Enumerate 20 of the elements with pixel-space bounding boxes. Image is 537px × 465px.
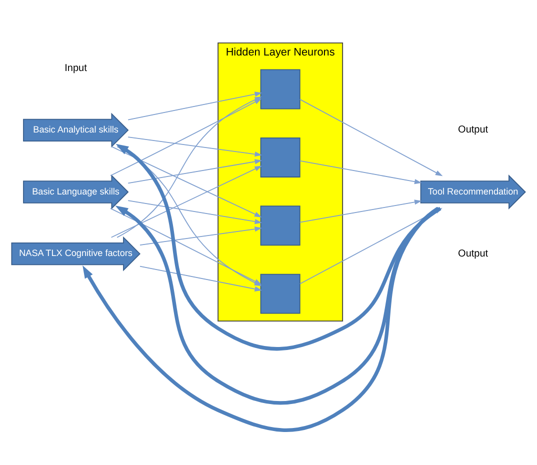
arrow [299, 160, 422, 184]
arrow [82, 206, 439, 432]
arrow [299, 98, 443, 176]
arrow [128, 200, 262, 224]
node-box [260, 205, 300, 246]
arrow [110, 165, 262, 238]
node-box [260, 273, 300, 314]
node-box [260, 68, 300, 109]
label: Output [458, 124, 488, 136]
node-box [260, 136, 300, 177]
arrow [299, 199, 422, 222]
arrow [128, 136, 262, 156]
label: Output [458, 248, 488, 259]
arrow [140, 226, 262, 245]
arrow [110, 207, 262, 284]
cluster: Hidden Layer Neurons [218, 42, 344, 322]
arrow [111, 146, 262, 217]
label: Input [64, 62, 87, 74]
arrow [128, 158, 262, 184]
arrow [115, 205, 440, 404]
